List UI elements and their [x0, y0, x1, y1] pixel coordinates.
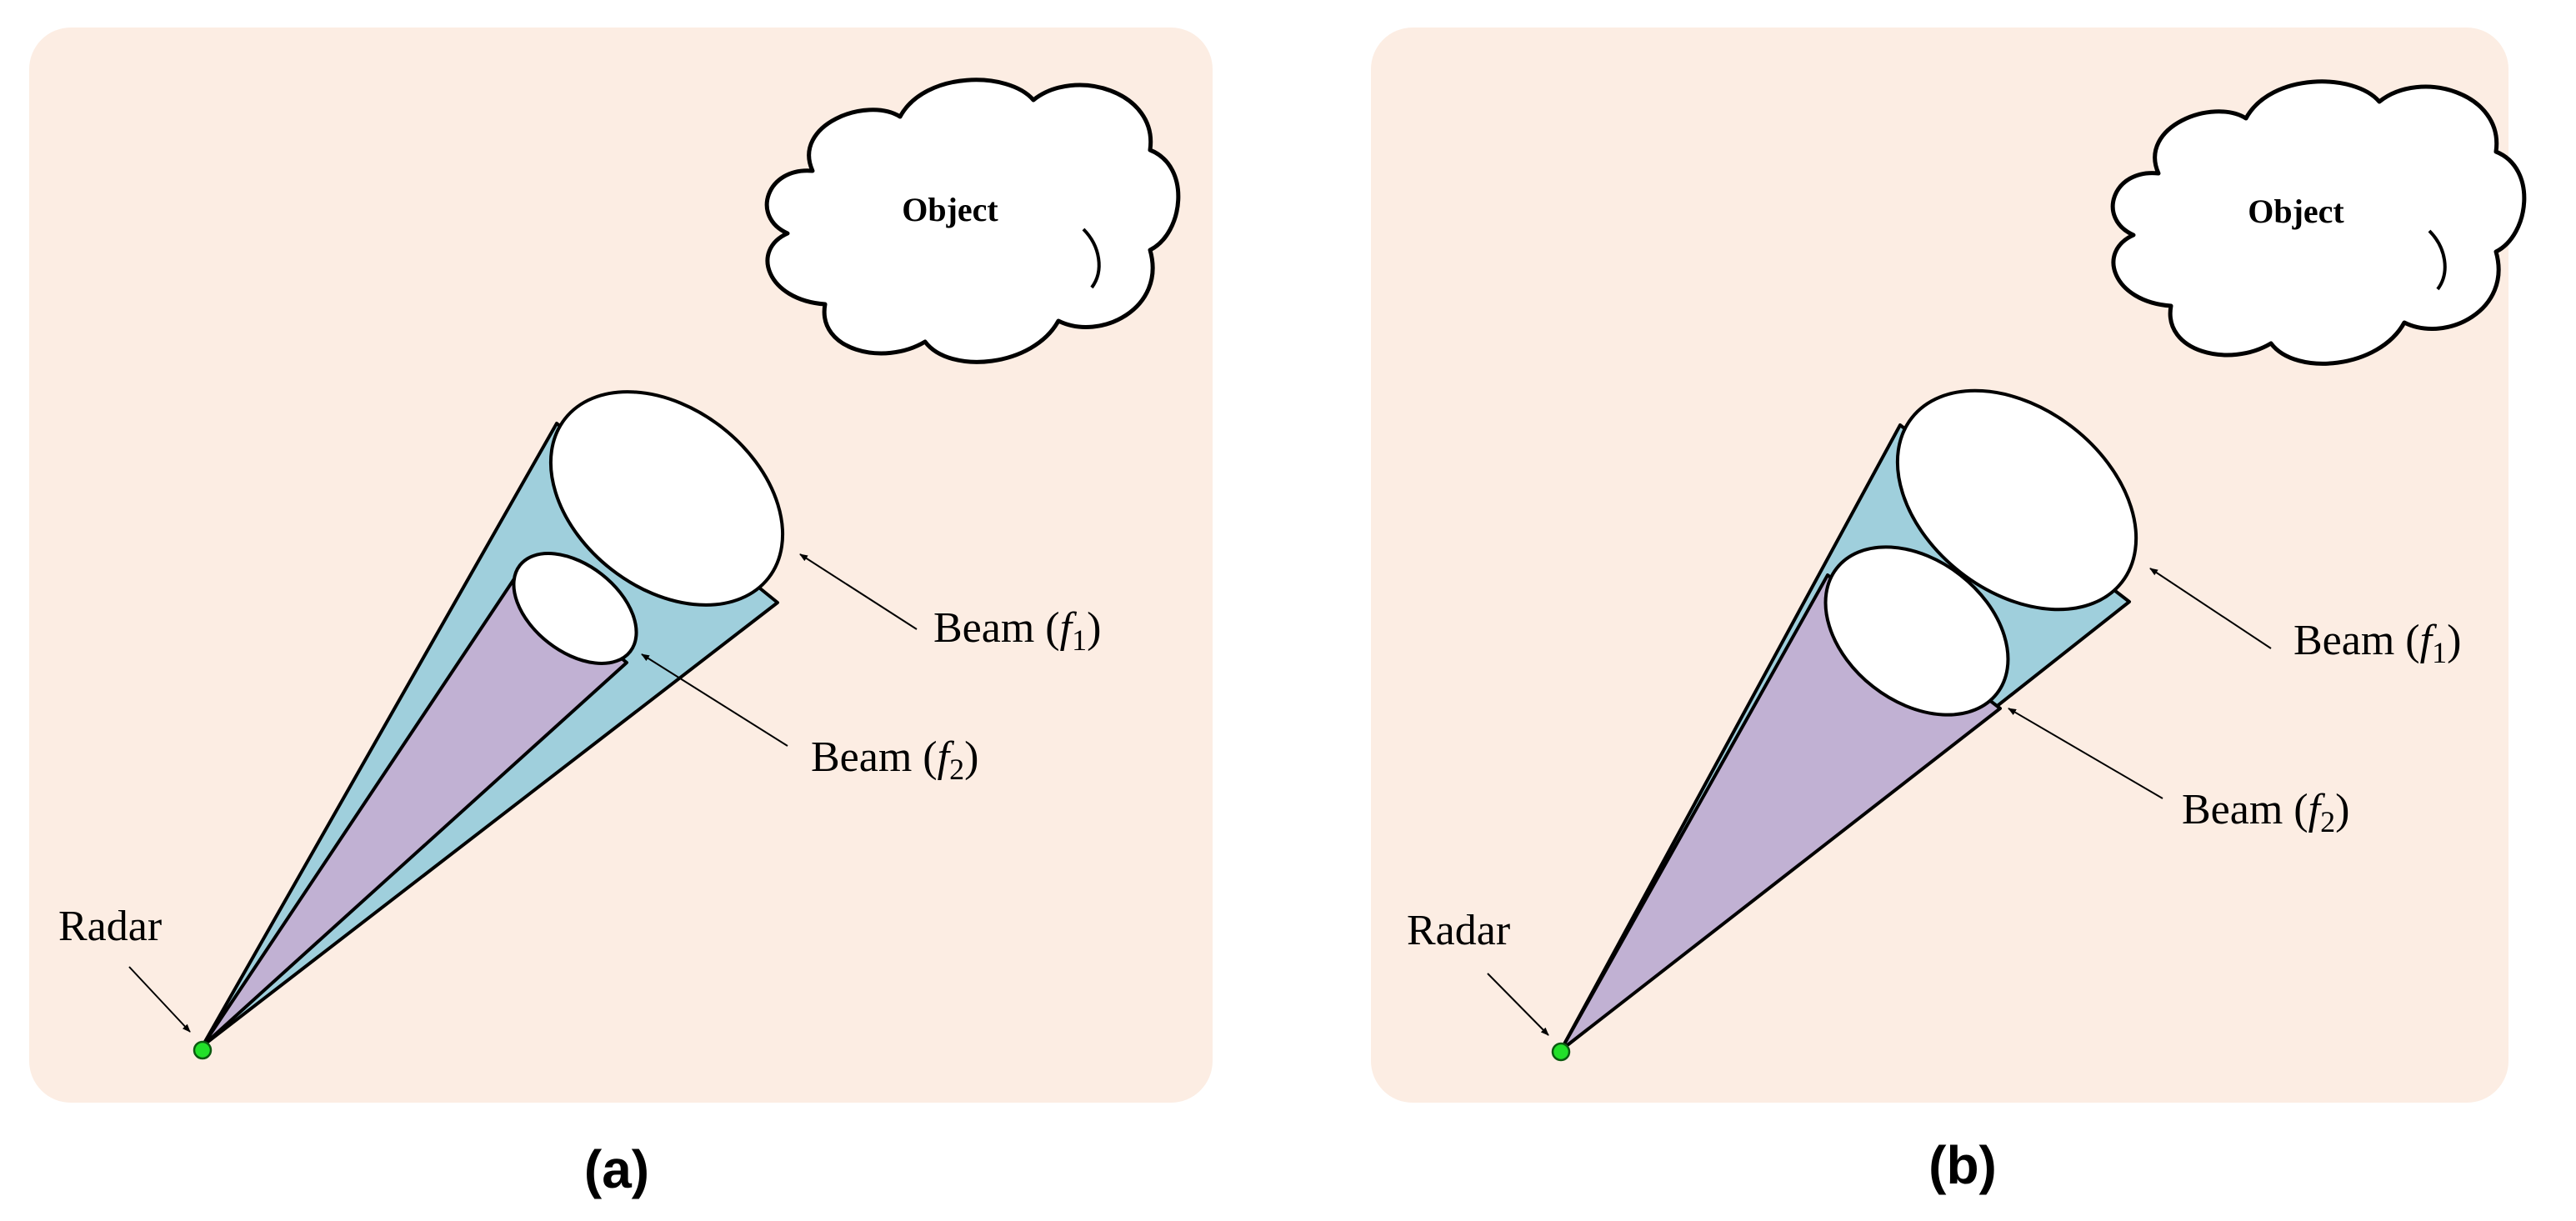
beam-f2-label-sub: 2: [949, 753, 964, 786]
object-label: Object: [2248, 193, 2344, 230]
beam-f1-label: Beam (f1): [933, 604, 1101, 657]
radar-label: Radar: [1407, 907, 1510, 954]
radar-leader-arrow: [1487, 973, 1549, 1036]
panel-a-caption: (a): [584, 1139, 649, 1199]
panel-b-caption: (b): [1928, 1135, 1997, 1195]
panel-a: Object Radar Beam (f1) Beam (f2) (a): [29, 28, 1213, 1199]
radar-marker: [1551, 1042, 1571, 1062]
panel-b: Object Radar Beam (f1) Beam (f2) (b): [1371, 28, 2527, 1195]
beam-f1-aperture: [548, 390, 785, 607]
radar-leader-arrow: [128, 966, 191, 1033]
beam-f1-label-sub: 1: [1072, 623, 1087, 657]
beam-f2-label-prefix: Beam (: [811, 733, 938, 781]
beam-f2-aperture: [512, 552, 638, 665]
beam-f2-label-prefix: Beam (: [2182, 786, 2308, 833]
beam-f1-label-suffix: ): [2447, 617, 2461, 664]
beam-f1-label-prefix: Beam (: [2293, 617, 2420, 664]
object-label: Object: [902, 191, 998, 228]
beam-f1-label-sub: 1: [2432, 636, 2447, 669]
beam-f1-label-suffix: ): [1087, 604, 1101, 652]
beam-f2-aperture: [1823, 545, 2010, 717]
cloud-shape: [2110, 79, 2527, 366]
beam-f2-cone-a: [201, 552, 638, 1048]
beam-f1-label: Beam (f1): [2293, 617, 2461, 669]
radar-marker: [193, 1040, 213, 1060]
beam-f2-label-suffix: ): [2335, 786, 2349, 833]
beam-f2-leader-arrow: [2008, 708, 2163, 799]
beam-f1-label-prefix: Beam (: [933, 604, 1060, 652]
beam-f1-aperture: [1895, 388, 2138, 612]
object-cloud-b: Object: [2110, 79, 2527, 366]
beam-f2-label: Beam (f2): [2182, 786, 2349, 838]
cloud-shape: [764, 78, 1181, 364]
cloud-inner-fold: [1082, 228, 1101, 289]
beam-f2-label-suffix: ): [964, 733, 978, 781]
beam-f2-cone-b: [1559, 545, 2010, 1052]
cloud-inner-fold: [2428, 229, 2447, 291]
beam-f1-leader-arrow: [2149, 568, 2272, 649]
beam-f2-leader-arrow: [641, 653, 788, 747]
radar-label: Radar: [58, 903, 162, 950]
beam-f1-leader-arrow: [799, 553, 918, 630]
beam-f2-label-sub: 2: [2320, 805, 2335, 838]
object-cloud-a: Object: [764, 78, 1181, 364]
